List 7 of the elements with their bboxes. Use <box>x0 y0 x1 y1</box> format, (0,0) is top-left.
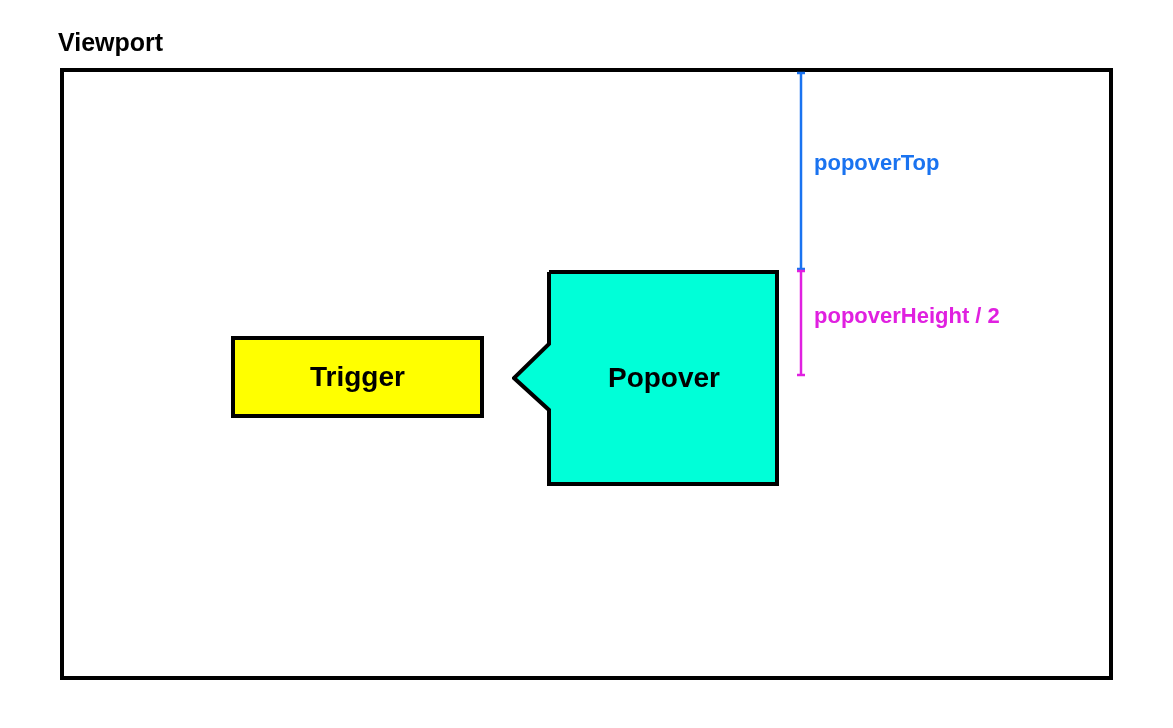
trigger-box <box>231 336 484 418</box>
node-label: Popover <box>607 362 721 394</box>
dimension-label: popoverHeight / 2 <box>814 303 1000 329</box>
frame-heading: Viewport <box>58 28 164 57</box>
popover-shape <box>512 270 779 486</box>
node-label: Trigger <box>310 361 405 393</box>
dimension-label: popoverTop <box>814 150 940 176</box>
